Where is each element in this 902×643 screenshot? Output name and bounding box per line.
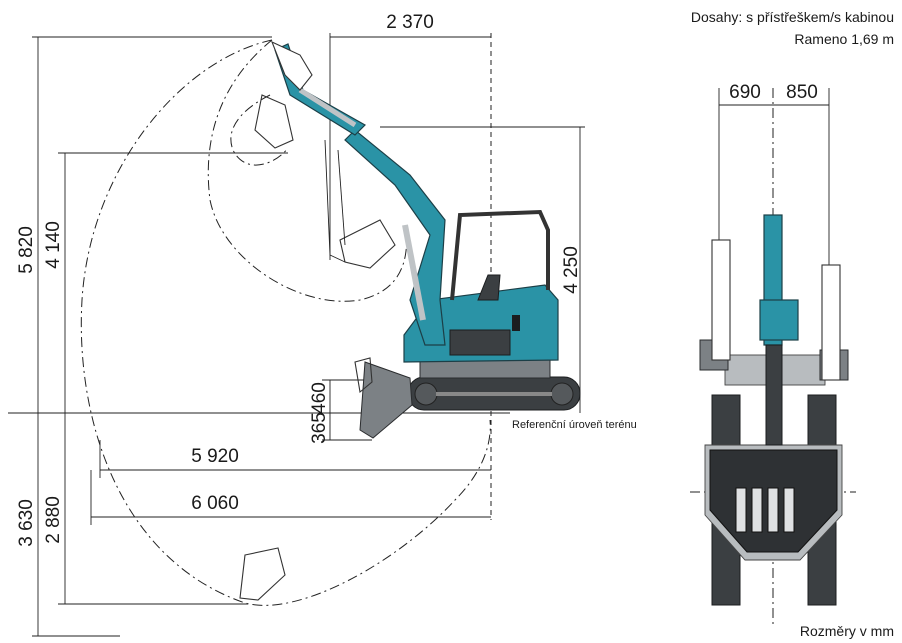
dim-dig-depth: 2 880 [43, 496, 64, 544]
bucket [270, 40, 313, 91]
reach-envelope [80, 39, 491, 606]
dim-blade-depth: 365 [309, 412, 330, 444]
dim-front-right: 850 [786, 82, 818, 103]
dim-blade-height: 460 [309, 382, 330, 414]
units-note: Rozměry v mm [800, 623, 894, 639]
excavator-front-view [690, 88, 856, 625]
dim-top-width: 2 370 [386, 12, 434, 33]
header-line2: Rameno 1,69 m [794, 31, 894, 47]
dim-cab-height: 4 250 [561, 246, 582, 294]
boom [344, 129, 446, 346]
ground-reference-label: Referenční úroveň terénu [512, 419, 637, 431]
cab-frame [450, 209, 550, 301]
dim-dig-depth-total: 3 630 [16, 499, 37, 547]
dim-max-height-total: 5 820 [16, 226, 37, 274]
dim-reach-ground: 5 920 [191, 446, 239, 467]
excavator-side-view [239, 40, 581, 601]
header-line1: Dosahy: s přístřeškem/s kabinou [691, 9, 894, 25]
dozer-blade [359, 361, 413, 439]
front-boom-right [821, 264, 841, 381]
front-boom-left [711, 239, 731, 361]
dim-dump-height: 4 140 [43, 221, 64, 269]
dim-front-left: 690 [729, 82, 761, 103]
dim-reach-max: 6 060 [191, 493, 239, 514]
